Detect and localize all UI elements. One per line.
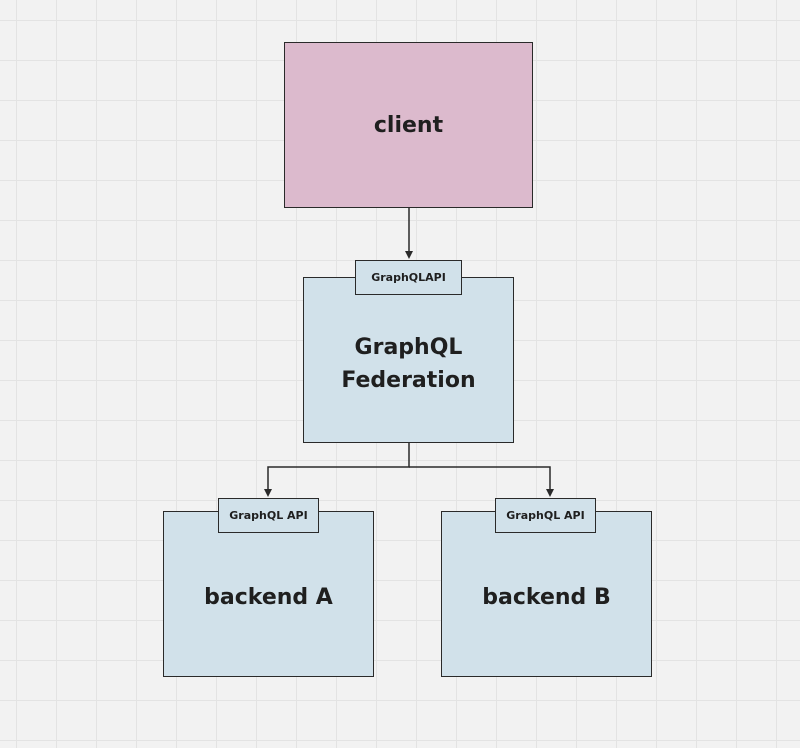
graphql-federation-node[interactable]: GraphQL Federation — [303, 277, 514, 443]
federation-api-tab-label: GraphQLAPI — [371, 271, 446, 284]
backend-a-node[interactable]: backend A — [163, 511, 374, 677]
edge-federation-to-backend-b — [409, 466, 554, 497]
federation-api-tab[interactable]: GraphQLAPI — [355, 260, 462, 295]
backend-b-node[interactable]: backend B — [441, 511, 652, 677]
backend-a-api-tab[interactable]: GraphQL API — [218, 498, 319, 533]
backend-a-label: backend A — [204, 584, 333, 610]
backend-b-api-tab[interactable]: GraphQL API — [495, 498, 596, 533]
federation-label-line2: Federation — [341, 368, 476, 393]
federation-label-line1: GraphQL — [354, 335, 463, 360]
client-node[interactable]: client — [284, 42, 533, 208]
backend-b-label: backend B — [482, 584, 611, 610]
client-label: client — [373, 112, 444, 138]
edge-federation-to-backend-a — [264, 443, 410, 497]
backend-a-api-tab-label: GraphQL API — [229, 509, 308, 522]
backend-b-api-tab-label: GraphQL API — [506, 509, 585, 522]
